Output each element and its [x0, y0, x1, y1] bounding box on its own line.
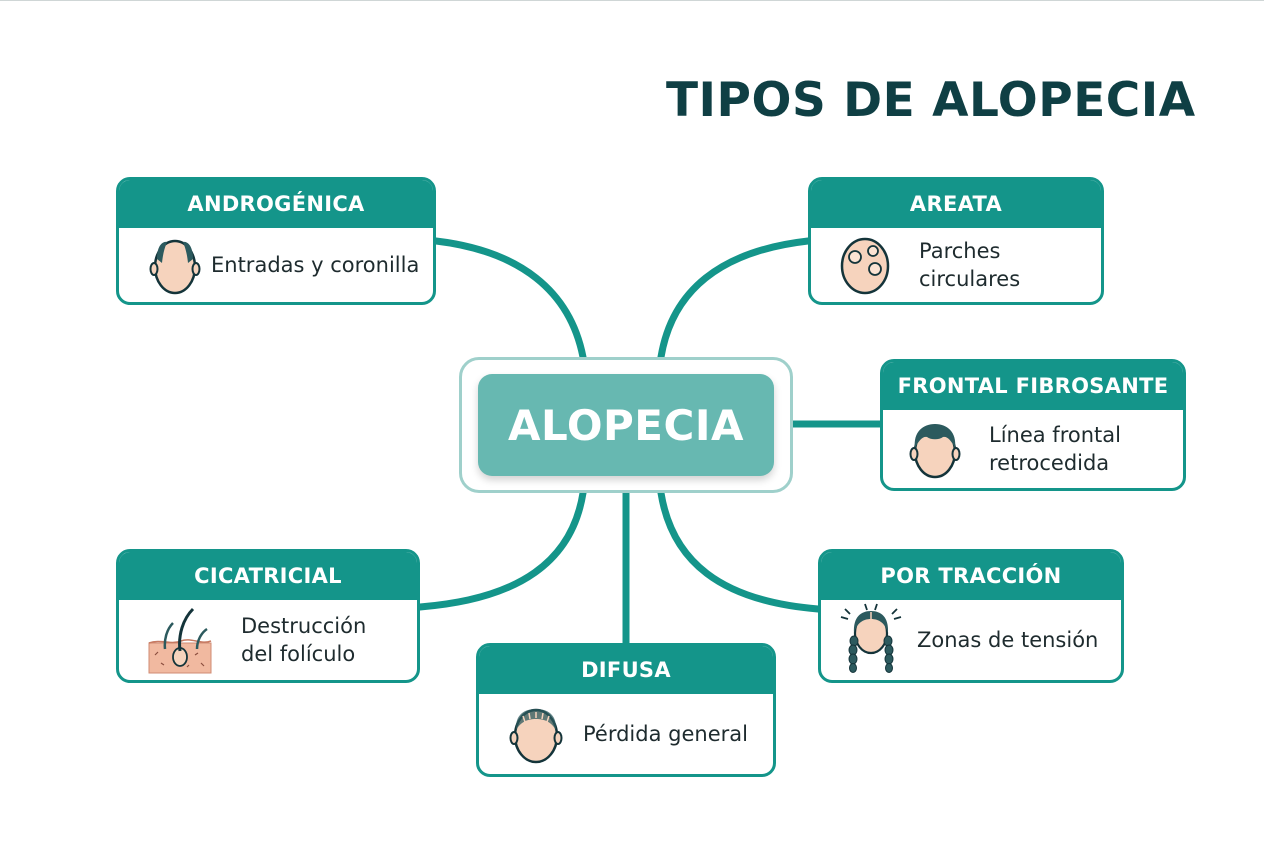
node-title: ANDROGÉNICA: [119, 180, 433, 228]
node-title: DIFUSA: [479, 646, 773, 694]
node-desc: Línea frontal retrocedida: [989, 423, 1121, 475]
node-difusa: DIFUSA Pérdida general: [476, 643, 776, 777]
node-title: POR TRACCIÓN: [821, 552, 1121, 600]
hair-follicle-icon: [148, 607, 212, 674]
thinning-head-icon: [509, 708, 563, 764]
node-desc: Entradas y coronilla: [211, 253, 420, 277]
page-title: TIPOS DE ALOPECIA: [666, 73, 1196, 128]
node-title: FRONTAL FIBROSANTE: [883, 362, 1183, 410]
connector-areata: [657, 237, 812, 361]
node-androgenica: ANDROGÉNICA Entradas y coronilla: [116, 177, 436, 305]
center-label: ALOPECIA: [478, 374, 774, 476]
node-title: CICATRICIAL: [119, 552, 417, 600]
node-desc: Parches circulares: [919, 239, 1021, 291]
node-areata: AREATA Parches circulares: [808, 177, 1104, 305]
node-frontal-fibrosante: FRONTAL FIBROSANTE Línea frontal retroce…: [880, 359, 1186, 491]
node-cicatricial: CICATRICIAL Destrucción del folículo: [116, 549, 420, 683]
receding-hairline-icon: [909, 424, 961, 479]
connector-androgenica: [432, 237, 587, 361]
node-por-traccion: POR TRACCIÓN Zonas de tensión: [818, 549, 1124, 683]
braided-head-icon: [840, 603, 902, 673]
node-title: AREATA: [811, 180, 1101, 228]
center-node: ALOPECIA: [459, 357, 793, 493]
node-desc: Pérdida general: [583, 722, 748, 746]
connector-cicatricial: [416, 489, 587, 611]
node-desc: Zonas de tensión: [917, 628, 1099, 652]
bald-head-icon: [149, 239, 201, 295]
connector-traccion: [657, 489, 822, 613]
node-desc: Destrucción del folículo: [241, 614, 367, 666]
patchy-head-icon: [840, 237, 890, 295]
